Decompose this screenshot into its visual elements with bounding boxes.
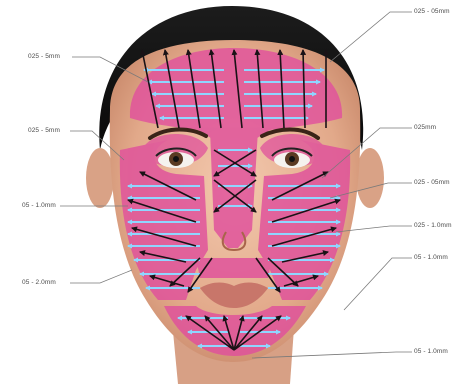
upper-lip-zone bbox=[196, 258, 272, 278]
label-right-bottom: 05 - 1.0mm bbox=[414, 348, 448, 355]
label-right-nose: 025 - 1.0mm bbox=[414, 222, 452, 229]
label-left-top: 025 - 5mm bbox=[28, 53, 60, 60]
label-right-low: 05 - 1.0mm bbox=[414, 254, 448, 261]
label-left-cheek: 05 - 1.0mm bbox=[22, 202, 56, 209]
left-ear bbox=[86, 148, 114, 208]
label-left-low: 05 - 2.0mm bbox=[22, 279, 56, 286]
label-right-top: 025 - 05mm bbox=[414, 8, 450, 15]
label-right-mid: 025mm bbox=[414, 124, 436, 131]
right-ear bbox=[356, 148, 384, 208]
glabella-nose-zone bbox=[210, 130, 258, 248]
label-right-cheek: 025 - 05mm bbox=[414, 179, 450, 186]
label-left-mid: 025 - 5mm bbox=[28, 127, 60, 134]
